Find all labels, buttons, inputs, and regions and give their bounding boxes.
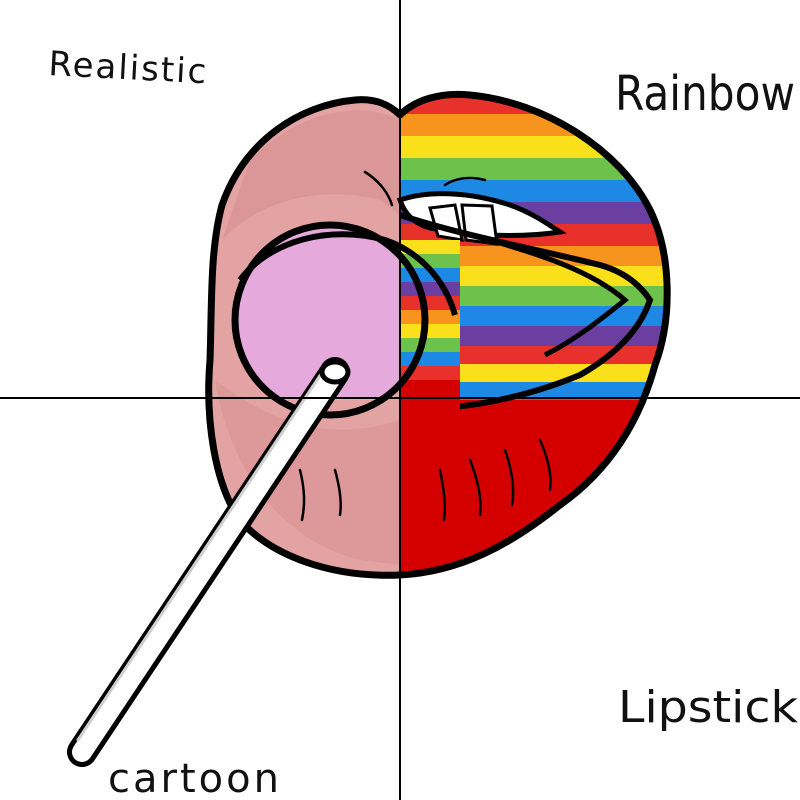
lip-crease (489, 237, 629, 358)
label-realistic: Realistic (48, 44, 210, 92)
label-cartoon: cartoon (108, 756, 282, 800)
label-rainbow: Rainbow (615, 66, 795, 122)
lollipop-candy (231, 221, 460, 420)
lollipop-stick (67, 357, 351, 767)
lip-texture (298, 170, 552, 522)
lips-outline (205, 90, 671, 579)
realistic-lip-shading (222, 110, 400, 240)
label-lipstick: Lipstick (618, 682, 799, 733)
realistic-lower-shading (215, 380, 400, 565)
candy-rim (237, 231, 458, 316)
